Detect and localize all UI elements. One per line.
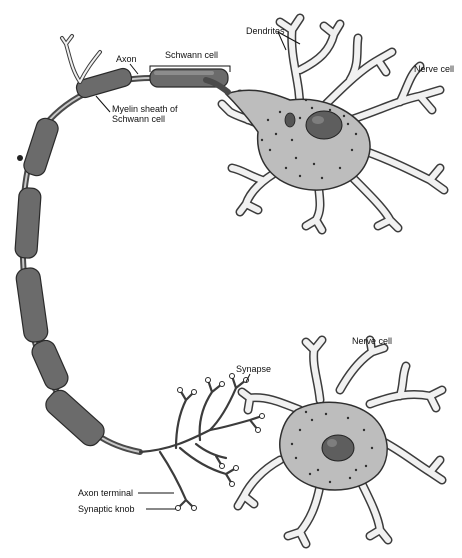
label-synapse-group: Synapse bbox=[236, 364, 271, 382]
label-synaptic-knob: Synaptic knob bbox=[78, 504, 135, 514]
axon-hillock bbox=[285, 113, 295, 127]
nerve-cell-top bbox=[222, 18, 444, 230]
label-myelin-sheath-line1: Myelin sheath of bbox=[112, 104, 178, 114]
axon-top-end bbox=[17, 36, 100, 161]
label-axon-terminal: Axon terminal bbox=[78, 488, 133, 498]
label-schwann-cell: Schwann cell bbox=[165, 50, 218, 60]
nucleus bbox=[306, 111, 342, 139]
label-axon: Axon bbox=[116, 54, 137, 64]
label-axon-terminal-group: Axon terminal bbox=[78, 488, 174, 498]
label-myelin-sheath-group: Myelin sheath of Schwann cell bbox=[96, 96, 178, 124]
label-synapse: Synapse bbox=[236, 364, 271, 374]
nucleus bbox=[322, 435, 354, 461]
label-synaptic-knob-group: Synaptic knob bbox=[78, 504, 176, 514]
node-dot bbox=[17, 155, 23, 161]
label-nerve-cell-top: Nerve cell bbox=[414, 64, 454, 74]
label-nerve-cell-bottom: Nerve cell bbox=[352, 336, 392, 346]
label-myelin-sheath-line2: Schwann cell bbox=[112, 114, 165, 124]
